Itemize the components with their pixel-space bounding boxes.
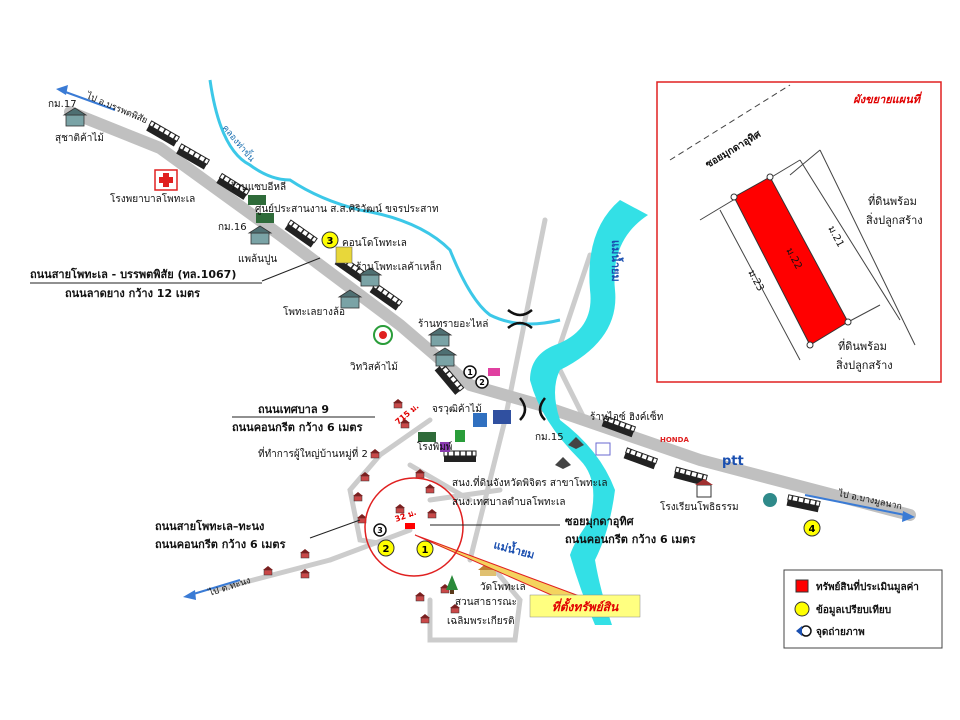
- legend-subject-text: ทรัพย์สินที่ประเมินมูลค่า: [816, 579, 919, 594]
- river-label-north: แม่น้ำยม: [609, 240, 624, 282]
- comparable-marker-4: 4: [803, 519, 821, 537]
- place-muni-office: สนง.เทศบาลตำบลโพทะเล: [452, 495, 566, 508]
- road-muni-label-1: ถนนเทศบาล 9: [258, 403, 329, 416]
- direction-thanong: ไป ต.ทะนง: [207, 575, 252, 599]
- store-icons: [440, 368, 611, 456]
- place-printing: โรงพิมพ์: [417, 440, 452, 453]
- svg-text:1: 1: [422, 545, 429, 556]
- brand-honda: HONDA: [660, 436, 689, 444]
- viewpoint-marker-3: 3: [373, 523, 387, 537]
- place-condo: คอนโดโพทะเล: [342, 236, 407, 249]
- bridge-north: [507, 309, 533, 329]
- comparable-marker-3: 3: [321, 231, 339, 249]
- place-park-2: เฉลิมพระเกียรติ: [447, 615, 514, 627]
- place-temple: วัดโพทะเล: [480, 580, 526, 593]
- ptt-gas-icon: [373, 325, 393, 345]
- viewpoint-marker-2: 2: [475, 375, 489, 389]
- inset-title: ผังขยายแผนที่: [853, 91, 923, 106]
- place-steel: ร้านโพทะเลค้าเหล็ก: [356, 259, 442, 273]
- place-shop-sab: ร้านแซบอีหลี: [230, 181, 286, 193]
- canal: [208, 79, 561, 326]
- place-sai: ร้านทรายอะไหล่: [418, 318, 488, 330]
- inset-land-bot-2: สิ่งปลูกสร้าง: [836, 357, 893, 372]
- place-park-1: สวนสาธารณะ: [455, 597, 517, 608]
- svg-text:4: 4: [809, 524, 816, 535]
- school-icon: [695, 479, 713, 498]
- place-hospital: โรงพยาบาลโพทะเล: [110, 192, 195, 205]
- legend-viewpoint-text: จุดถ่ายภาพ: [816, 626, 865, 638]
- svg-text:2: 2: [479, 378, 485, 387]
- property-label: ที่ตั้งทรัพย์สิน: [552, 598, 619, 614]
- svg-text:3: 3: [377, 526, 383, 535]
- place-wiwit: วิทวิสค้าไม้: [350, 361, 398, 373]
- hospital-icon: [154, 169, 178, 191]
- road-main-label-1: ถนนสายโพทะเล - บรรพตพิสัย (ทล.1067): [30, 267, 236, 281]
- road-main-label-2: ถนนลาดยาง กว้าง 12 เมตร: [65, 287, 200, 300]
- place-center: ศูนย์ประสานงาน ส.ส.ศิริวัฒน์ ขจรประสาท: [255, 203, 439, 215]
- svg-text:2: 2: [383, 544, 390, 555]
- tree-icon: [446, 575, 458, 594]
- property-label-box: [529, 594, 641, 618]
- logo-icon: [763, 493, 777, 507]
- km16-label: กม.16: [218, 222, 247, 233]
- arrow-thanong: [183, 579, 241, 600]
- km15-label: กม.15: [535, 432, 564, 443]
- place-jarawut: จรวุฒิค้าไม้: [432, 403, 482, 415]
- place-sushart: สุชาติค้าไม้: [55, 132, 104, 144]
- place-tyre: โพทะเลยางล้อ: [283, 305, 345, 318]
- inset-land-top-1: ที่ดินพร้อม: [868, 193, 917, 208]
- legend-viewpoint-icon: [796, 625, 812, 637]
- place-land-office: สนง.ที่ดินจังหวัดพิจิตร สาขาโพทะเล: [452, 475, 608, 489]
- bridge-main: [519, 397, 546, 421]
- road-local-label-2: ถนนคอนกรีต กว้าง 6 เมตร: [155, 538, 286, 551]
- brand-ptt: ptt: [722, 454, 744, 469]
- road-muni-label-2: ถนนคอนกรีต กว้าง 6 เมตร: [232, 421, 363, 434]
- road-local-label-1: ถนนสายโพทะเล–ทะนง: [155, 519, 264, 533]
- place-ice: ร้านไอซ์ ฮิงค์เซ็ท: [590, 409, 663, 423]
- road-soi-label-2: ถนนคอนกรีต กว้าง 6 เมตร: [565, 533, 696, 546]
- inset-land-top-2: สิ่งปลูกสร้าง: [866, 212, 923, 227]
- shop-icon: [248, 195, 436, 442]
- km17-label: กม.17: [48, 99, 77, 110]
- subject-parcel: [405, 523, 415, 529]
- road-soi-label-1: ซอยมุกดาอุทิศ: [565, 515, 635, 529]
- inset-map: ผังขยายแผนที่ ซอยมุกดาอุทิศ ที่ดินพร้อม …: [656, 81, 942, 383]
- svg-text:1: 1: [467, 368, 473, 377]
- legend-subject-swatch: [795, 579, 809, 593]
- legend: ทรัพย์สินที่ประเมินมูลค่า ข้อมูลเปรียบเท…: [783, 569, 943, 649]
- legend-comparable-swatch: [794, 601, 810, 617]
- arrow-bangmun: [804, 494, 915, 522]
- condo-icon: [335, 246, 353, 264]
- viewpoint-marker-1: 1: [463, 365, 477, 379]
- place-school: โรงเรียนโพธิธรรม: [660, 500, 739, 513]
- svg-text:3: 3: [327, 236, 334, 247]
- yom-river: [530, 200, 648, 625]
- garuda-icons: [555, 437, 584, 469]
- comparable-marker-1: 1: [416, 540, 434, 558]
- place-phaenpun: แพล้นปูน: [238, 253, 277, 265]
- legend-comparable-text: ข้อมูลเปรียบเทียบ: [816, 604, 891, 617]
- leader-lines: [232, 257, 560, 539]
- comparable-marker-2: 2: [377, 539, 395, 557]
- inset-land-bot-1: ที่ดินพร้อม: [838, 338, 887, 353]
- place-headman: ที่ทำการผู้ใหญ่บ้านหมู่ที่ 2: [258, 446, 368, 460]
- river-label-south: แม่น้ำยม: [492, 536, 536, 561]
- focus-circle: [364, 477, 464, 577]
- arrow-banphot: [56, 85, 116, 111]
